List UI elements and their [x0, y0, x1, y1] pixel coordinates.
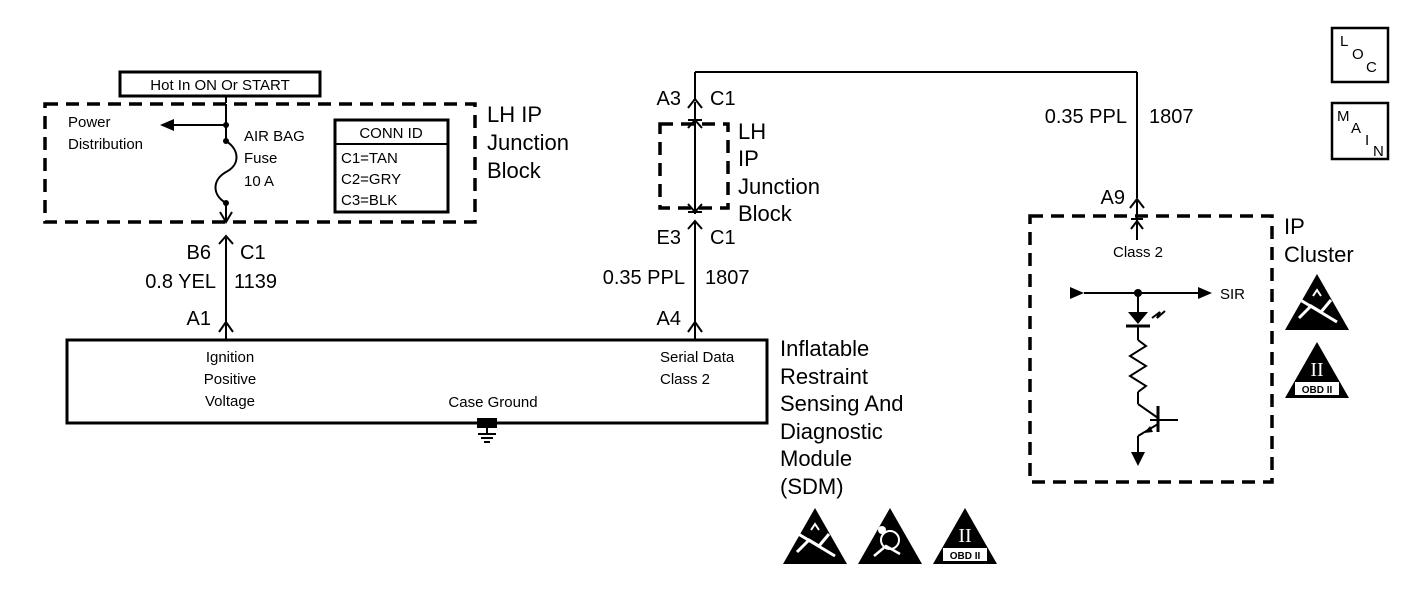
arrow-right-icon [1198, 287, 1212, 299]
svg-text:1807: 1807 [705, 267, 750, 289]
svg-text:A3: A3 [657, 88, 681, 110]
svg-text:Sensing And: Sensing And [780, 391, 904, 416]
svg-text:E3: E3 [657, 227, 681, 249]
hot-in-label-box: Hot In ON Or START [118, 70, 322, 98]
svg-text:Module: Module [780, 446, 852, 471]
svg-text:1139: 1139 [234, 271, 277, 293]
svg-text:IP: IP [738, 146, 759, 171]
svg-text:Block: Block [738, 201, 793, 226]
svg-text:C: C [1366, 59, 1377, 76]
svg-text:Inflatable: Inflatable [780, 336, 869, 361]
svg-text:B6: B6 [187, 242, 211, 264]
wire-1807: A3 C1 E3 C1 0.35 PPL 1807 A4 0.35 PPL 18… [603, 71, 1194, 340]
svg-text:A4: A4 [657, 308, 681, 330]
svg-text:M: M [1337, 108, 1350, 125]
sdm-module-box [65, 338, 769, 425]
obd-ii-icon: II OBD II [1285, 342, 1349, 398]
arrow-up-icon [1130, 219, 1144, 230]
svg-text:Junction: Junction [487, 130, 569, 155]
svg-text:0.8 YEL: 0.8 YEL [145, 271, 216, 293]
light-ray-icon [1151, 310, 1166, 319]
svg-text:Class 2: Class 2 [1113, 244, 1163, 261]
svg-text:I: I [1365, 132, 1369, 149]
ip-cluster-box [1028, 214, 1274, 484]
svg-text:Serial Data: Serial Data [660, 349, 735, 366]
svg-text:10 A: 10 A [244, 173, 274, 190]
svg-text:CONN ID: CONN ID [359, 125, 423, 142]
esd-warning-icon [1283, 272, 1351, 332]
connector-chevron-icon [218, 234, 234, 245]
obd-ii-icon: II OBD II [933, 508, 997, 564]
airbag-warning-icon [856, 506, 924, 566]
svg-text:OBD II: OBD II [1302, 385, 1333, 396]
svg-text:C2=GRY: C2=GRY [341, 171, 401, 188]
ip-cluster-internals: Class 2 SIR [1070, 218, 1245, 466]
arrow-right-icon [1070, 287, 1084, 299]
connector-chevron-icon [687, 219, 703, 230]
lh-ip-junction-block-left-title: LH IP Junction Block [487, 102, 569, 183]
case-ground-icon [477, 418, 497, 443]
svg-text:LH IP: LH IP [487, 102, 542, 127]
svg-text:Ignition: Ignition [206, 349, 254, 366]
svg-text:IP: IP [1284, 214, 1305, 239]
svg-text:C1=TAN: C1=TAN [341, 150, 398, 167]
svg-text:0.35 PPL: 0.35 PPL [1045, 106, 1127, 128]
svg-text:A1: A1 [187, 308, 211, 330]
esd-warning-icon [781, 506, 849, 566]
power-distribution: Power Distribution [68, 104, 229, 153]
arrow-left-icon [160, 119, 174, 131]
svg-text:Junction: Junction [738, 174, 820, 199]
svg-text:A9: A9 [1101, 187, 1125, 209]
ip-cluster-name: IP Cluster [1284, 214, 1354, 267]
svg-text:Distribution: Distribution [68, 136, 143, 153]
hot-in-label: Hot In ON Or START [150, 77, 289, 94]
connector-chevron-icon [1129, 197, 1145, 209]
svg-text:Cluster: Cluster [1284, 242, 1354, 267]
svg-text:L: L [1340, 33, 1348, 50]
wire-1139: B6 C1 0.8 YEL 1139 A1 [145, 234, 277, 340]
svg-text:O: O [1352, 46, 1364, 63]
svg-text:Restraint: Restraint [780, 364, 868, 389]
lh-ip-junction-block-mid: LH IP Junction Block [658, 119, 820, 226]
svg-text:Fuse: Fuse [244, 150, 277, 167]
svg-text:C1: C1 [240, 242, 266, 264]
svg-text:II: II [958, 525, 971, 547]
sdm-serial-data: Serial Data Class 2 [660, 349, 735, 388]
svg-text:C1: C1 [710, 88, 736, 110]
svg-text:Voltage: Voltage [205, 393, 255, 410]
svg-text:OBD II: OBD II [950, 551, 981, 562]
connector-chevron-icon [687, 97, 703, 109]
arrow-down-icon [219, 211, 233, 224]
svg-text:C1: C1 [710, 227, 736, 249]
svg-text:Class 2: Class 2 [660, 371, 710, 388]
svg-text:AIR BAG: AIR BAG [244, 128, 305, 145]
sdm-ignition-positive-voltage: Ignition Positive Voltage [204, 349, 257, 410]
lh-ip-junction-block-left [43, 102, 477, 224]
loc-button[interactable]: L O C [1330, 26, 1390, 84]
svg-text:0.35 PPL: 0.35 PPL [603, 267, 685, 289]
conn-id-table: CONN ID C1=TAN C2=GRY C3=BLK [333, 118, 450, 214]
svg-text:(SDM): (SDM) [780, 474, 844, 499]
led-icon [1128, 312, 1148, 324]
main-button[interactable]: M A I N [1330, 101, 1390, 161]
sdm-case-ground: Case Ground [448, 394, 537, 411]
svg-text:Positive: Positive [204, 371, 257, 388]
sdm-name: Inflatable Restraint Sensing And Diagnos… [780, 336, 904, 499]
svg-text:SIR: SIR [1220, 286, 1245, 303]
air-bag-fuse: AIR BAG Fuse 10 A [214, 125, 305, 224]
svg-text:Diagnostic: Diagnostic [780, 419, 883, 444]
svg-text:1807: 1807 [1149, 106, 1194, 128]
svg-text:LH: LH [738, 119, 766, 144]
arrow-down-icon [1131, 452, 1145, 466]
resistor-icon [1128, 339, 1148, 393]
svg-text:A: A [1351, 120, 1361, 137]
svg-text:Block: Block [487, 158, 542, 183]
svg-text:N: N [1373, 143, 1384, 160]
svg-text:II: II [1310, 359, 1323, 381]
svg-text:Power: Power [68, 114, 111, 131]
svg-text:C3=BLK: C3=BLK [341, 192, 397, 209]
